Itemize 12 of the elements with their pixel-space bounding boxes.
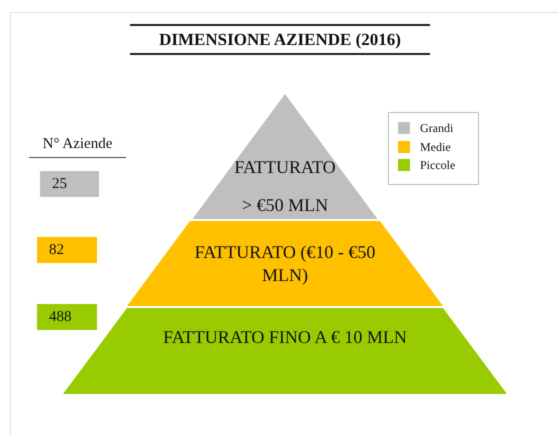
legend-label: Grandi [420, 120, 454, 136]
column-heading: N° Aziende [42, 135, 114, 154]
count-box: 82 [37, 237, 97, 263]
layer-text: FATTURATO [233, 156, 337, 179]
count-box: 25 [40, 171, 99, 197]
legend-label: Piccole [420, 157, 456, 173]
legend-label: Medie [420, 138, 451, 154]
layer-text: > €50 MLN [240, 194, 330, 217]
layer-text: FATTURATO (€10 - €50 MLN) [194, 241, 376, 287]
title: DIMENSIONE AZIENDE (2016) [158, 30, 402, 50]
layer-text: FATTURATO FINO A € 10 MLN [162, 326, 408, 349]
count-box: 488 [37, 304, 97, 330]
